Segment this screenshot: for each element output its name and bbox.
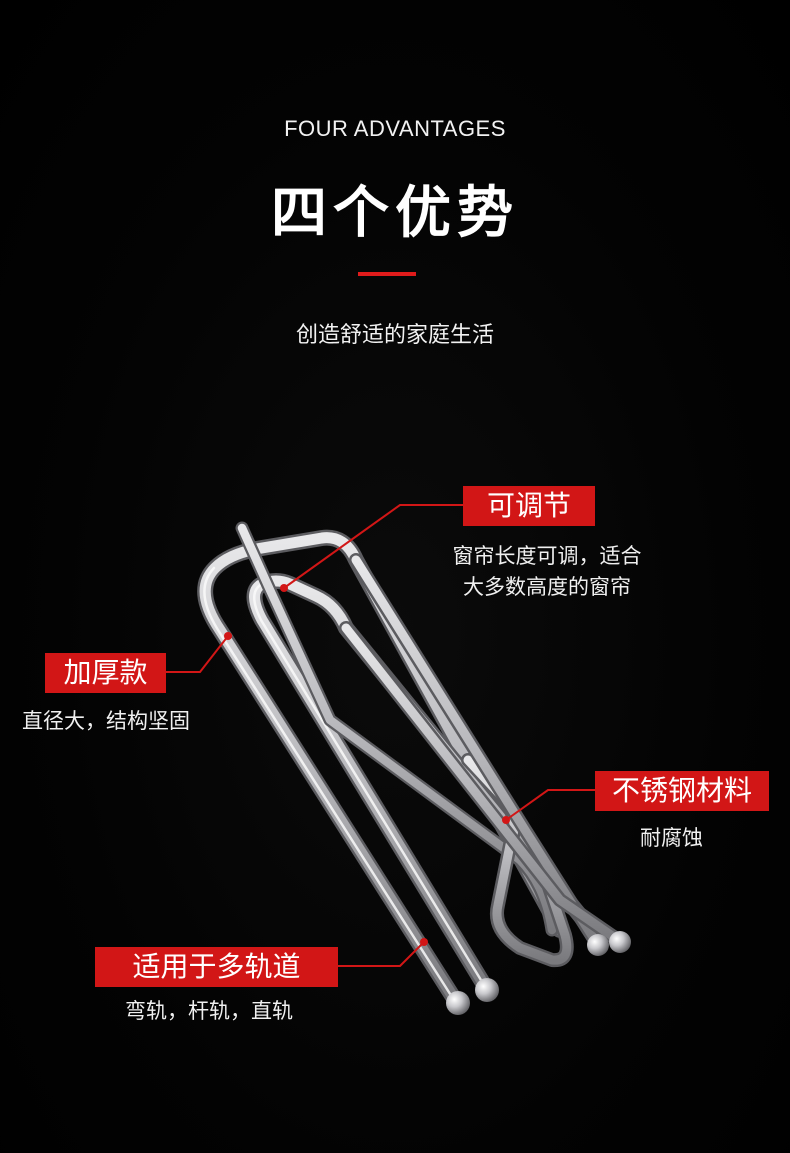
callout-line-adjustable — [283, 504, 463, 589]
subtitle: 创造舒适的家庭生活 — [295, 323, 494, 348]
feature-desc-stainless-steel: 耐腐蚀 — [640, 823, 703, 854]
chinese-heading: 四个优势 — [271, 181, 519, 246]
english-heading: FOUR ADVANTAGES — [284, 116, 506, 141]
feature-desc-adjustable: 窗帘长度可调，适合 大多数高度的窗帘 — [432, 541, 662, 603]
callout-line-steel — [505, 789, 595, 821]
callout-lines — [166, 504, 595, 967]
feature-badge-thickened: 加厚款 — [45, 653, 166, 693]
feature-desc-line: 耐腐蚀 — [640, 826, 703, 850]
feature-desc-multi-track: 弯轨，杆轨，直轨 — [125, 996, 293, 1027]
feature-badge-multi-track: 适用于多轨道 — [95, 947, 338, 987]
hook-tip-ball — [446, 991, 470, 1015]
hook-tip-ball — [475, 978, 499, 1002]
feature-badge-adjustable: 可调节 — [463, 486, 595, 526]
hook-tip-ball — [587, 934, 609, 956]
hook-wires — [197, 521, 625, 1008]
callout-line-thick — [166, 635, 229, 673]
feature-badge-stainless-steel: 不锈钢材料 — [595, 771, 769, 811]
red-divider — [358, 272, 416, 276]
feature-desc-line: 大多数高度的窗帘 — [463, 575, 631, 599]
feature-desc-line: 弯轨，杆轨，直轨 — [125, 999, 293, 1023]
callout-line-tracks — [338, 941, 425, 967]
hook-tip-ball — [609, 931, 631, 953]
feature-desc-line: 窗帘长度可调，适合 — [452, 544, 642, 568]
feature-desc-line: 直径大，结构坚固 — [22, 709, 190, 733]
callout-dot — [502, 816, 510, 824]
callout-dot — [224, 632, 232, 640]
callout-dot — [280, 584, 288, 592]
feature-desc-thickened: 直径大，结构坚固 — [22, 706, 190, 737]
callout-dot — [420, 938, 428, 946]
